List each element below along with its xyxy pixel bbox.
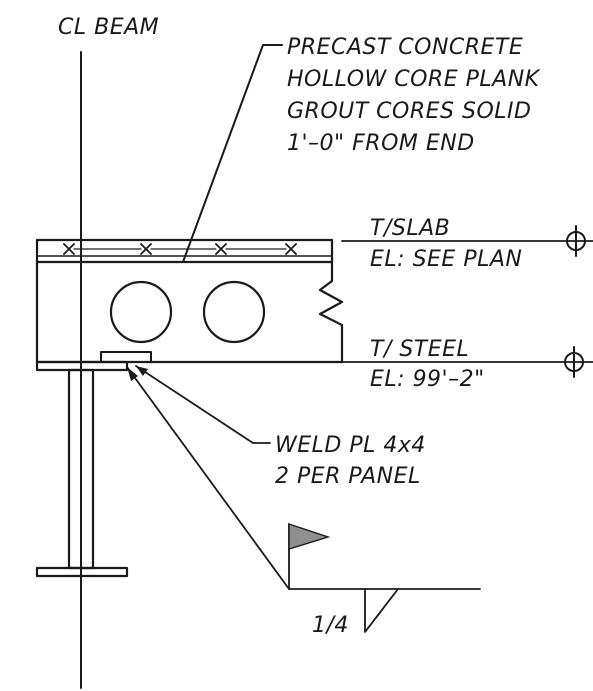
slab-elevation-top: T/SLAB: [370, 216, 450, 241]
slab-reinforcing: [63, 243, 297, 255]
weld-note: WELD PL 4x4 2 PER PANEL: [275, 433, 426, 489]
slab-elevation-bottom: EL: SEE PLAN: [370, 247, 522, 272]
plank-note: PRECAST CONCRETE HOLLOW CORE PLANK GROUT…: [287, 35, 541, 156]
fillet-weld-symbol-icon: [364, 588, 399, 633]
slab-elevation: T/SLAB EL: SEE PLAN: [341, 216, 593, 272]
weld-note-line-1: WELD PL 4x4: [275, 433, 426, 458]
elevation-target-icon: [566, 225, 586, 257]
steel-elevation: T/ STEEL EL: 99'–2": [341, 337, 593, 392]
weld-size: 1/4: [312, 613, 349, 638]
hollow-core-plank: [35, 260, 344, 364]
steel-elevation-top: T/ STEEL: [370, 337, 469, 362]
weld-note-arrow: [136, 366, 148, 376]
weld-note-line-2: 2 PER PANEL: [275, 464, 421, 489]
plank-note-line-4: 1'–0" FROM END: [287, 131, 475, 156]
plank-core-right: [202, 280, 266, 344]
weld-arrow-leader: [126, 366, 290, 590]
plank-core-left: [109, 280, 173, 344]
rebar-mark: [63, 243, 75, 255]
weld-plate: [100, 351, 152, 363]
plank-note-leader: [182, 44, 283, 263]
plank-note-line-1: PRECAST CONCRETE: [287, 35, 523, 60]
rebar-mark: [140, 243, 152, 255]
steel-beam: [35, 360, 129, 578]
weld-symbol: 1/4: [126, 366, 481, 638]
beam-bottom-flange: [35, 566, 129, 578]
rebar-mark: [285, 243, 297, 255]
plank-note-line-3: GROUT CORES SOLID: [287, 99, 531, 124]
topping-slab: [35, 238, 334, 264]
rebar-mark: [215, 243, 227, 255]
steel-elevation-bottom: EL: 99'–2": [370, 367, 485, 392]
plank-note-line-2: HOLLOW CORE PLANK: [287, 67, 541, 92]
weld-arrowhead: [127, 367, 138, 381]
elevation-target-icon: [564, 346, 584, 378]
weld-note-leader: [135, 365, 271, 444]
centerline-label: CL BEAM: [58, 15, 159, 40]
field-weld-flag-icon: [288, 523, 331, 590]
